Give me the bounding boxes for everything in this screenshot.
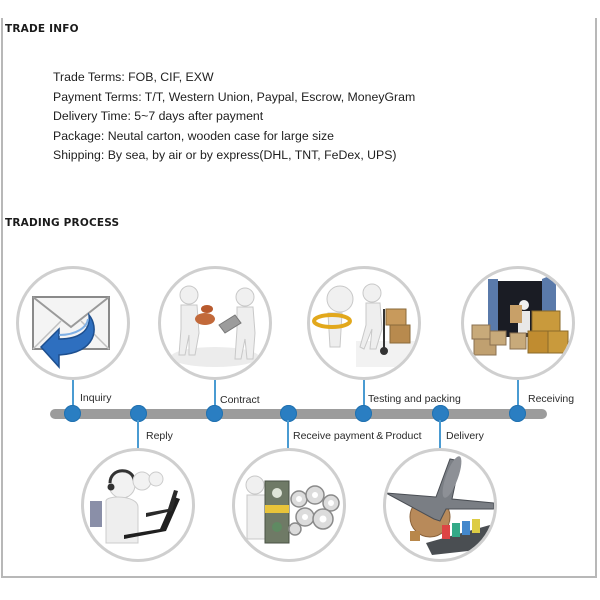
- testing-illustration: [307, 266, 421, 380]
- contract-connector: [214, 380, 216, 410]
- payment-label: Receive payment & Product: [293, 430, 422, 442]
- signing-stamp-icon: [171, 285, 259, 367]
- delivery-label: Delivery: [446, 430, 484, 442]
- inspection-handtruck-icon: [312, 283, 416, 367]
- receiving-label: Receiving: [528, 393, 575, 405]
- receiving-dot: [509, 405, 526, 422]
- delivery-illustration: [383, 448, 497, 562]
- content-frame: [1, 18, 597, 578]
- reply-illustration: [81, 448, 195, 562]
- delivery-dot: [432, 405, 449, 422]
- testing-connector: [363, 380, 365, 410]
- envelope-reply-icon: [32, 296, 110, 369]
- receiving-connector: [517, 380, 519, 410]
- contract-label: Contract: [220, 394, 260, 406]
- testing-label: Testing and packing: [368, 393, 461, 405]
- reply-dot: [130, 405, 147, 422]
- shipping-line: Shipping: By sea, by air or by express(D…: [53, 148, 397, 162]
- inquiry-illustration: [16, 266, 130, 380]
- container-boxes-icon: [471, 273, 569, 356]
- plane-globe-ship-icon: [386, 456, 494, 555]
- call-center-agents-icon: [90, 469, 180, 544]
- delivery-time-line: Delivery Time: 5~7 days after payment: [53, 109, 264, 123]
- trading-process-heading: TRADING PROCESS: [5, 217, 120, 229]
- delivery-connector: [439, 420, 441, 448]
- trade-terms-line: Trade Terms: FOB, CIF, EXW: [53, 70, 214, 84]
- contract-dot: [206, 405, 223, 422]
- receiving-illustration: [461, 266, 575, 380]
- inquiry-label: Inquiry: [80, 392, 112, 404]
- contract-illustration: [158, 266, 272, 380]
- payment-connector: [287, 420, 289, 448]
- timeline-bar: [50, 409, 547, 419]
- inquiry-connector: [72, 380, 74, 410]
- package-line: Package: Neutal carton, wooden case for …: [53, 128, 334, 143]
- inquiry-dot: [64, 405, 81, 422]
- payment-terms-line: Payment Terms: T/T, Western Union, Paypa…: [53, 89, 416, 104]
- trade-info-heading: TRADE INFO: [5, 23, 79, 35]
- trade-info-list: Trade Terms: FOB, CIF, EXW Payment Terms…: [53, 68, 415, 166]
- testing-dot: [355, 405, 372, 422]
- money-gears-icon: [245, 475, 340, 544]
- payment-illustration: [232, 448, 346, 562]
- payment-dot: [280, 405, 297, 422]
- reply-connector: [137, 420, 139, 448]
- reply-label: Reply: [146, 430, 173, 442]
